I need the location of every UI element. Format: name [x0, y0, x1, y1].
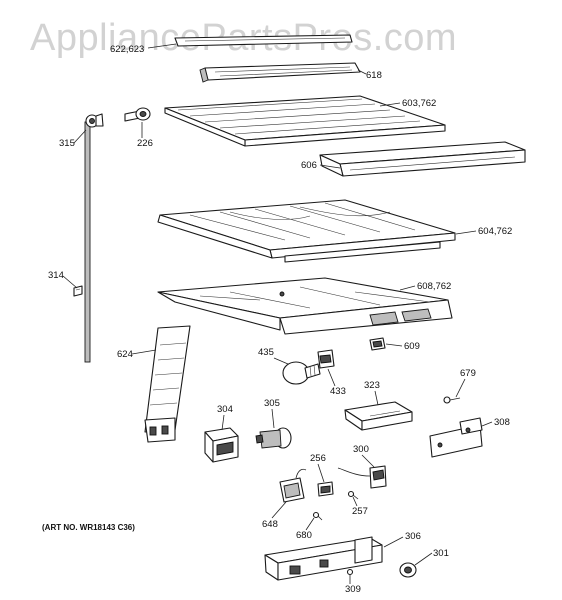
callout-309: 309	[345, 584, 361, 595]
callout-433: 433	[330, 386, 346, 397]
part-603-glass-shelf[interactable]	[164, 95, 446, 147]
callout-305: 305	[264, 398, 280, 409]
part-609-clip[interactable]	[369, 337, 386, 351]
part-618-frame[interactable]	[199, 62, 361, 83]
callout-323: 323	[364, 380, 380, 391]
part-604-shelf-tray[interactable]	[157, 199, 456, 263]
part-608-lower-tray[interactable]	[157, 277, 453, 335]
art-number: (ART NO. WR18143 C36)	[42, 523, 135, 532]
callout-435: 435	[258, 347, 274, 358]
part-301-knob[interactable]	[399, 562, 417, 578]
part-606-drawer-front[interactable]	[319, 141, 526, 177]
callout-606: 606	[301, 160, 317, 171]
part-679-screw[interactable]	[443, 396, 461, 404]
part-435-light-bulb[interactable]	[282, 361, 321, 385]
callout-301: 301	[433, 548, 449, 559]
callout-256: 256	[310, 453, 326, 464]
part-308-bracket[interactable]	[429, 417, 483, 458]
callout-315: 315	[59, 138, 75, 149]
callout-308: 308	[494, 417, 510, 428]
part-300-thermostat[interactable]	[337, 465, 387, 489]
part-226-knob[interactable]	[124, 107, 151, 122]
callout-680: 680	[296, 530, 312, 541]
part-624-duct[interactable]	[144, 325, 191, 443]
part-680-screw[interactable]	[312, 511, 323, 521]
part-323-housing[interactable]	[344, 401, 413, 431]
callout-300: 300	[353, 444, 369, 455]
part-305-switch[interactable]	[255, 427, 292, 449]
part-433-socket[interactable]	[317, 349, 335, 369]
callout-624: 624	[117, 349, 133, 360]
part-648-timer[interactable]	[279, 468, 307, 503]
part-315-cam-rod[interactable]	[84, 113, 104, 363]
callout-679: 679	[460, 368, 476, 379]
callout-618: 618	[366, 70, 382, 81]
part-314-bracket[interactable]	[73, 285, 83, 297]
callout-648: 648	[262, 519, 278, 530]
part-306-control-housing[interactable]	[264, 536, 383, 581]
part-309-insert[interactable]	[346, 568, 354, 576]
callout-257: 257	[352, 506, 368, 517]
callout-622: 622,623	[110, 44, 144, 55]
part-256-connector[interactable]	[317, 481, 334, 497]
callout-314: 314	[48, 270, 64, 281]
callout-226: 226	[137, 138, 153, 149]
callout-608: 608,762	[417, 281, 451, 292]
callout-609: 609	[404, 341, 420, 352]
callout-306: 306	[405, 531, 421, 542]
part-622-shelf-trim[interactable]	[174, 34, 353, 47]
part-257-screw[interactable]	[347, 490, 359, 500]
callout-603: 603,762	[402, 98, 436, 109]
part-304-relay[interactable]	[204, 427, 239, 463]
callout-304: 304	[217, 404, 233, 415]
callout-604: 604,762	[478, 226, 512, 237]
